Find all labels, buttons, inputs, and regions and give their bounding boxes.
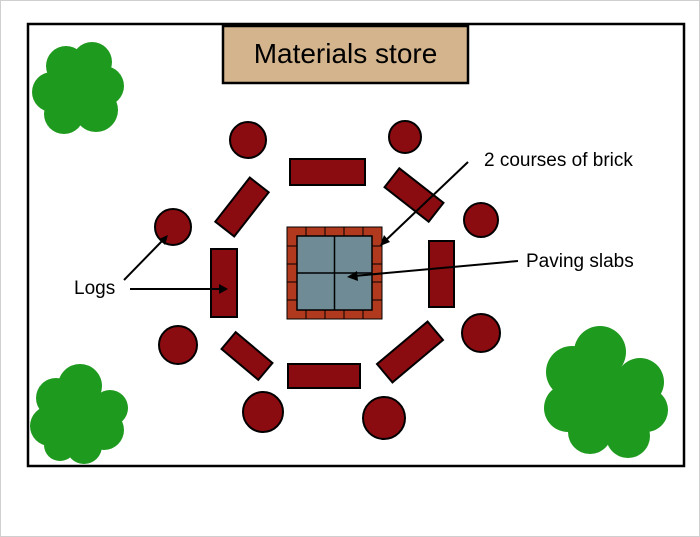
brick-block xyxy=(375,320,445,384)
brick-block xyxy=(287,363,361,389)
logs-label: Logs xyxy=(74,278,115,299)
pointer-lines xyxy=(123,161,519,294)
paving-slabs-label: Paving slabs xyxy=(526,251,634,272)
materials-store-box: Materials store xyxy=(221,24,470,85)
bricks-pointer xyxy=(380,161,469,246)
log xyxy=(242,391,284,433)
log xyxy=(158,325,198,365)
logs-pointer-right xyxy=(130,284,228,294)
logs xyxy=(154,120,501,440)
bricks-label: 2 courses of brick xyxy=(484,150,633,171)
log xyxy=(154,208,192,246)
materials-store-label: Materials store xyxy=(254,38,438,69)
paving-slabs-area xyxy=(286,226,383,320)
logs-pointer-upper xyxy=(123,235,168,281)
tree-bottom-left xyxy=(30,364,128,464)
log xyxy=(229,121,267,159)
paving-pointer xyxy=(347,260,519,281)
log xyxy=(388,120,422,154)
tree-top-left xyxy=(32,42,124,134)
brick-block xyxy=(289,158,366,186)
brick-joints xyxy=(287,227,382,319)
log xyxy=(362,396,406,440)
log xyxy=(461,313,501,353)
brick-blocks xyxy=(210,158,455,389)
brick-block xyxy=(428,240,455,308)
brick-block xyxy=(220,330,274,382)
brick-block xyxy=(213,176,271,238)
brick-block xyxy=(210,248,238,318)
materials-store-box-bg xyxy=(221,24,470,85)
tree-bottom-right xyxy=(544,326,668,458)
log xyxy=(463,202,499,238)
brick-block xyxy=(383,166,445,224)
